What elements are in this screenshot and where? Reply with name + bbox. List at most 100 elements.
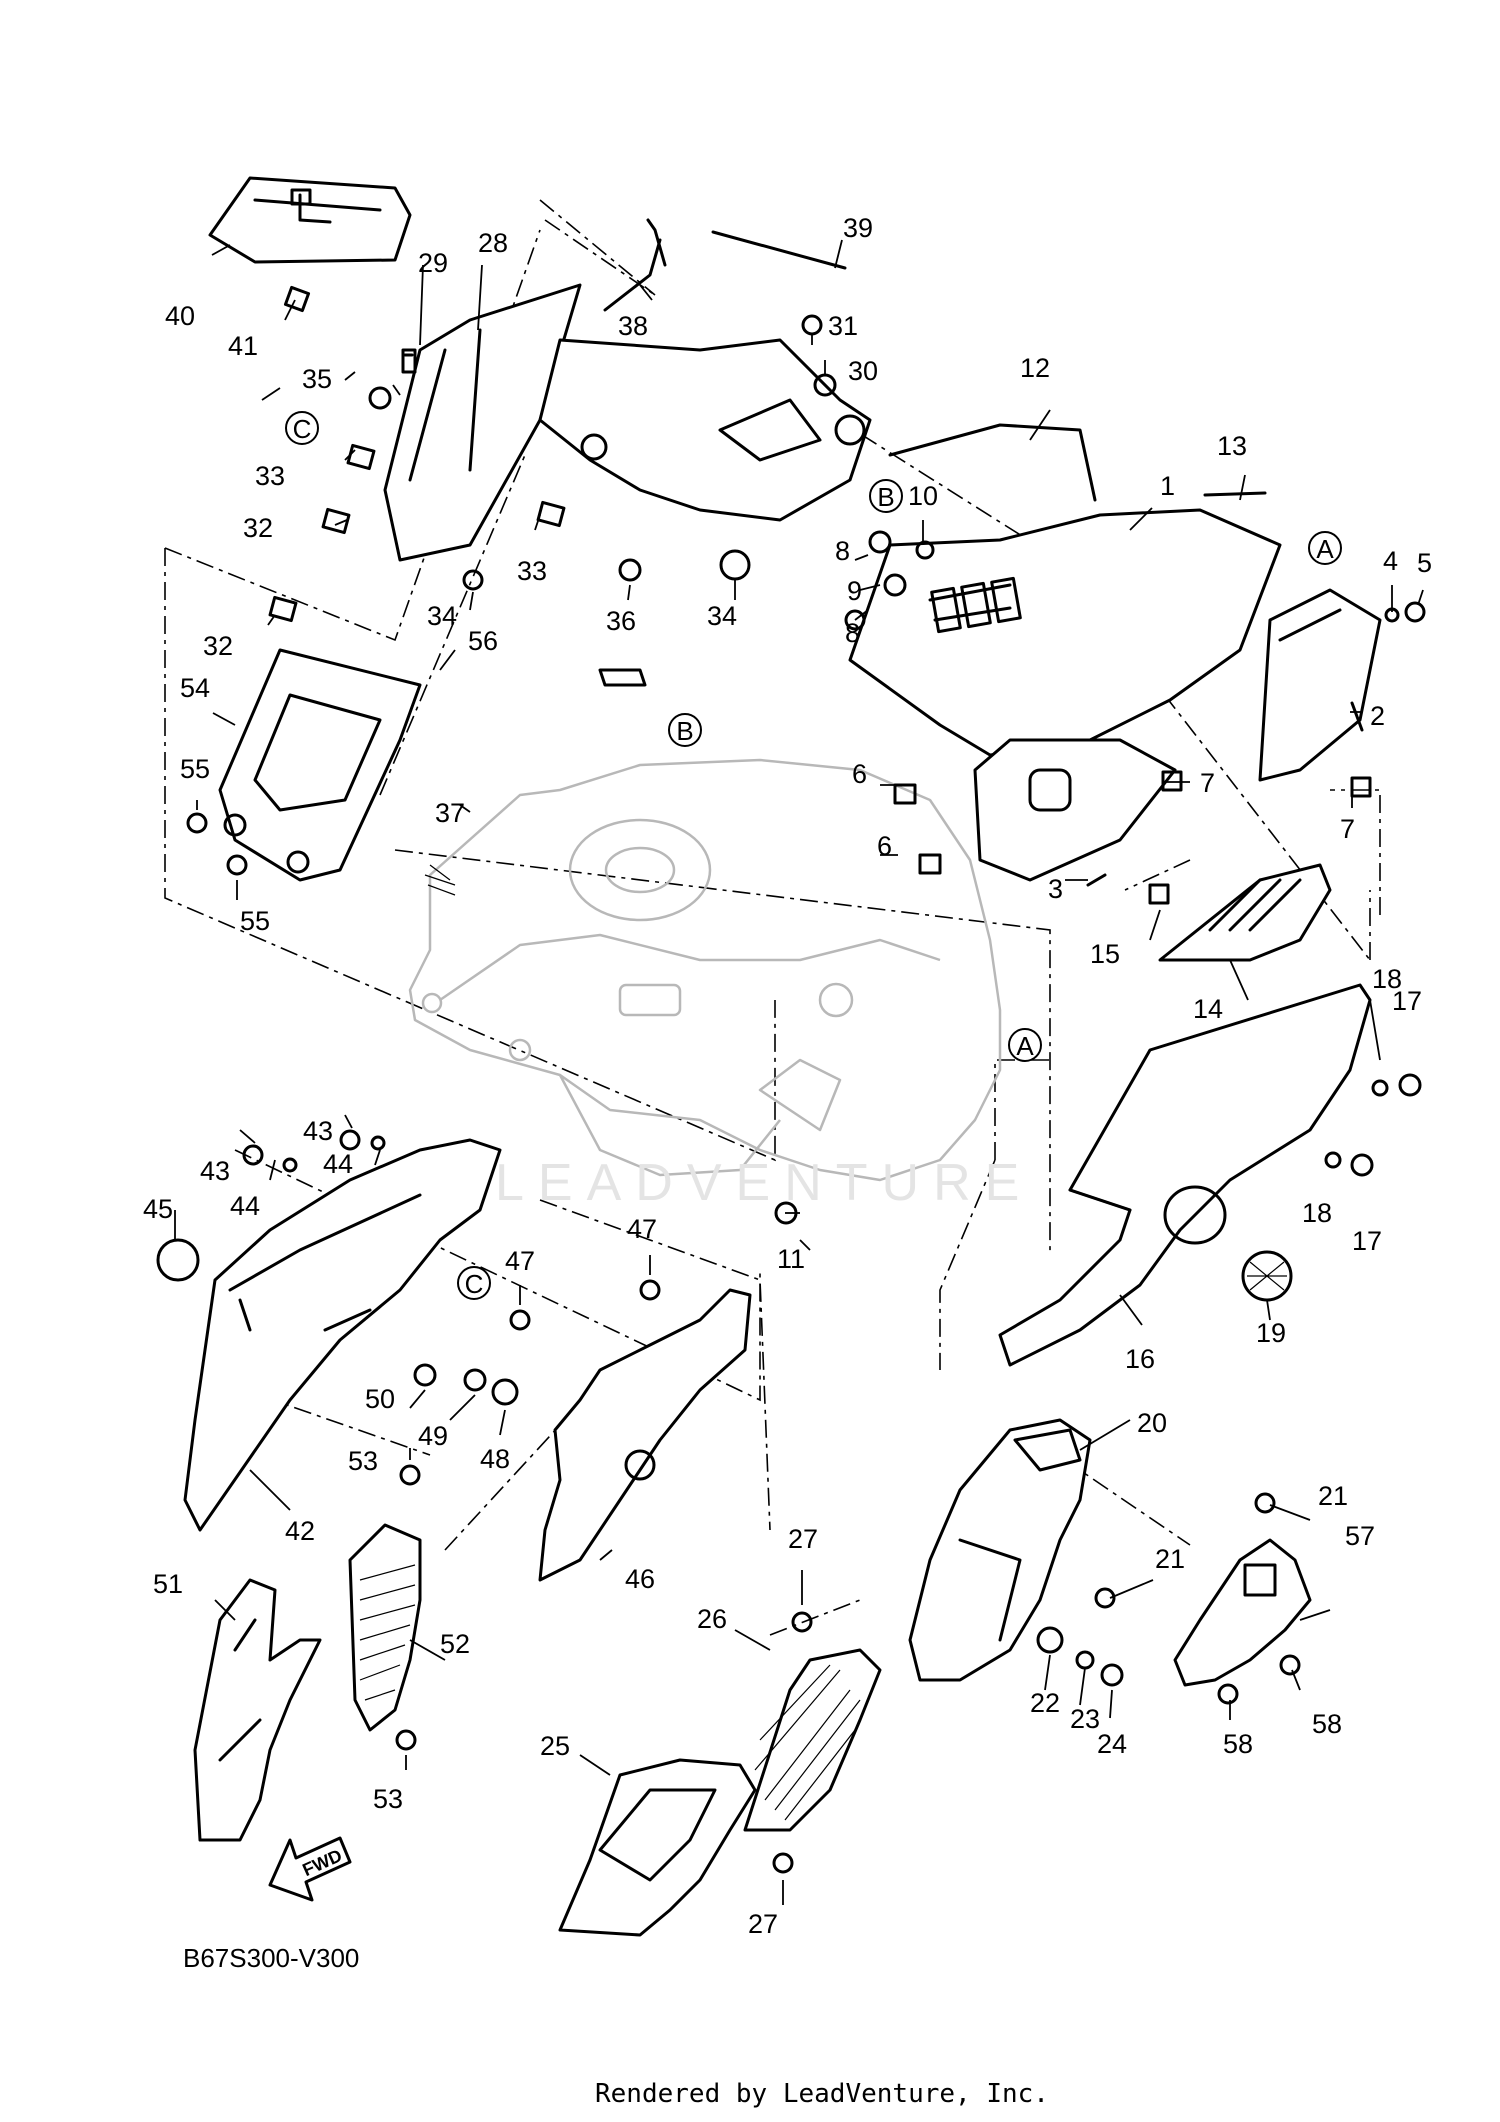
callout-55b: 55 bbox=[240, 906, 270, 936]
callout-49: 49 bbox=[418, 1421, 448, 1451]
callout-5: 5 bbox=[1417, 548, 1432, 578]
callout-50: 50 bbox=[365, 1384, 395, 1414]
svg-text:B: B bbox=[877, 482, 894, 512]
callout-23: 23 bbox=[1070, 1704, 1100, 1734]
callout-6a: 6 bbox=[852, 759, 867, 789]
callout-33a: 33 bbox=[255, 461, 285, 491]
callout-30: 30 bbox=[848, 356, 878, 386]
svg-text:C: C bbox=[465, 1269, 484, 1299]
callout-6b: 6 bbox=[877, 831, 892, 861]
callout-11: 11 bbox=[777, 1244, 805, 1274]
part-25-frame-cover bbox=[558, 1758, 757, 1937]
callout-labels: 1 2 3 4 5 6 6 7 7 8 8 9 10 11 12 13 14 1… bbox=[143, 213, 1432, 1939]
part-40-top-cover bbox=[208, 176, 412, 264]
callout-15: 15 bbox=[1090, 939, 1120, 969]
callout-44b: 44 bbox=[230, 1191, 260, 1221]
callout-39: 39 bbox=[843, 213, 873, 243]
part-16-side-cover bbox=[998, 983, 1372, 1367]
ref-marker-b-tank: B bbox=[668, 713, 702, 747]
callout-47b: 47 bbox=[505, 1246, 535, 1276]
callout-31: 31 bbox=[828, 311, 858, 341]
callout-47a: 47 bbox=[627, 1214, 657, 1244]
callout-26: 26 bbox=[697, 1604, 727, 1634]
fasteners bbox=[186, 314, 1426, 1874]
callout-21a: 21 bbox=[1318, 1481, 1348, 1511]
fuel-tank bbox=[408, 758, 1002, 1182]
callout-24: 24 bbox=[1097, 1729, 1127, 1759]
part-52-mesh-screen bbox=[348, 1523, 422, 1732]
callout-18b: 18 bbox=[1302, 1198, 1332, 1228]
callout-41: 41 bbox=[228, 331, 258, 361]
svg-text:C: C bbox=[293, 414, 312, 444]
callout-35: 35 bbox=[302, 364, 332, 394]
ref-markers: A A B B C C bbox=[285, 411, 1342, 1300]
svg-text:B: B bbox=[676, 716, 693, 746]
callout-53a: 53 bbox=[348, 1446, 378, 1476]
callout-33b: 33 bbox=[517, 556, 547, 586]
part-45-grommet bbox=[156, 1238, 200, 1282]
callout-1: 1 bbox=[1160, 471, 1175, 501]
part-46-inner-panel bbox=[538, 1288, 752, 1582]
callout-8b: 8 bbox=[845, 618, 860, 648]
footer-credit: Rendered by LeadVenture, Inc. bbox=[595, 2079, 1049, 2109]
part-54-vented-panel bbox=[218, 648, 422, 882]
callout-58a: 58 bbox=[1223, 1729, 1253, 1759]
callout-29: 29 bbox=[418, 248, 448, 278]
callout-53b: 53 bbox=[373, 1784, 403, 1814]
callout-17a: 17 bbox=[1392, 986, 1422, 1016]
callout-58b: 58 bbox=[1312, 1709, 1342, 1739]
callout-54: 54 bbox=[180, 673, 210, 703]
callout-43a: 43 bbox=[303, 1116, 333, 1146]
callout-28: 28 bbox=[478, 228, 508, 258]
clips-and-strips bbox=[268, 218, 1372, 905]
ref-marker-a-tank: A bbox=[1008, 1028, 1042, 1062]
callout-7a: 7 bbox=[1200, 768, 1215, 798]
callout-51: 51 bbox=[153, 1569, 183, 1599]
callout-17b: 17 bbox=[1352, 1226, 1382, 1256]
svg-text:A: A bbox=[1016, 1031, 1034, 1061]
callout-36: 36 bbox=[606, 606, 636, 636]
svg-text:A: A bbox=[1316, 534, 1334, 564]
part-57-bracket bbox=[1173, 1538, 1312, 1687]
part-1-tank-cover bbox=[848, 508, 1282, 757]
callout-25: 25 bbox=[540, 1731, 570, 1761]
callout-3: 3 bbox=[1048, 874, 1063, 904]
callout-32b: 32 bbox=[203, 631, 233, 661]
callout-37: 37 bbox=[435, 798, 465, 828]
part-1-bracket bbox=[973, 738, 1177, 882]
callout-55a: 55 bbox=[180, 754, 210, 784]
leader-lines bbox=[174, 239, 1424, 1905]
part-19-grommet bbox=[1241, 1250, 1293, 1302]
callout-9: 9 bbox=[847, 576, 862, 606]
callout-2: 2 bbox=[1370, 701, 1385, 731]
callout-56: 56 bbox=[468, 626, 498, 656]
callout-14: 14 bbox=[1193, 994, 1223, 1024]
callout-13: 13 bbox=[1217, 431, 1247, 461]
part-51-lower-cover bbox=[193, 1578, 322, 1842]
part-42-side-cover bbox=[183, 1138, 502, 1532]
part-26-mesh-screen bbox=[743, 1648, 882, 1832]
callout-45: 45 bbox=[143, 1194, 173, 1224]
ref-marker-c-side: C bbox=[457, 1266, 491, 1300]
watermark: LEADVENTURE bbox=[495, 1154, 1033, 1212]
callout-27a: 27 bbox=[788, 1524, 818, 1554]
callout-21b: 21 bbox=[1155, 1544, 1185, 1574]
callout-19: 19 bbox=[1256, 1318, 1286, 1348]
fwd-arrow-icon: FWD bbox=[268, 1836, 352, 1902]
callout-52: 52 bbox=[440, 1629, 470, 1659]
callout-42: 42 bbox=[285, 1516, 315, 1546]
right-bracket bbox=[1258, 588, 1382, 782]
callout-12: 12 bbox=[1020, 353, 1050, 383]
ref-marker-a-top: A bbox=[1308, 531, 1342, 565]
callout-8a: 8 bbox=[835, 536, 850, 566]
callout-46: 46 bbox=[625, 1564, 655, 1594]
callout-32a: 32 bbox=[243, 513, 273, 543]
callout-57: 57 bbox=[1345, 1521, 1375, 1551]
callout-34b: 34 bbox=[707, 601, 737, 631]
callout-44a: 44 bbox=[323, 1149, 353, 1179]
callout-34a: 34 bbox=[427, 601, 457, 631]
callout-40: 40 bbox=[165, 301, 195, 331]
callout-7b: 7 bbox=[1340, 814, 1355, 844]
callout-16: 16 bbox=[1125, 1344, 1155, 1374]
